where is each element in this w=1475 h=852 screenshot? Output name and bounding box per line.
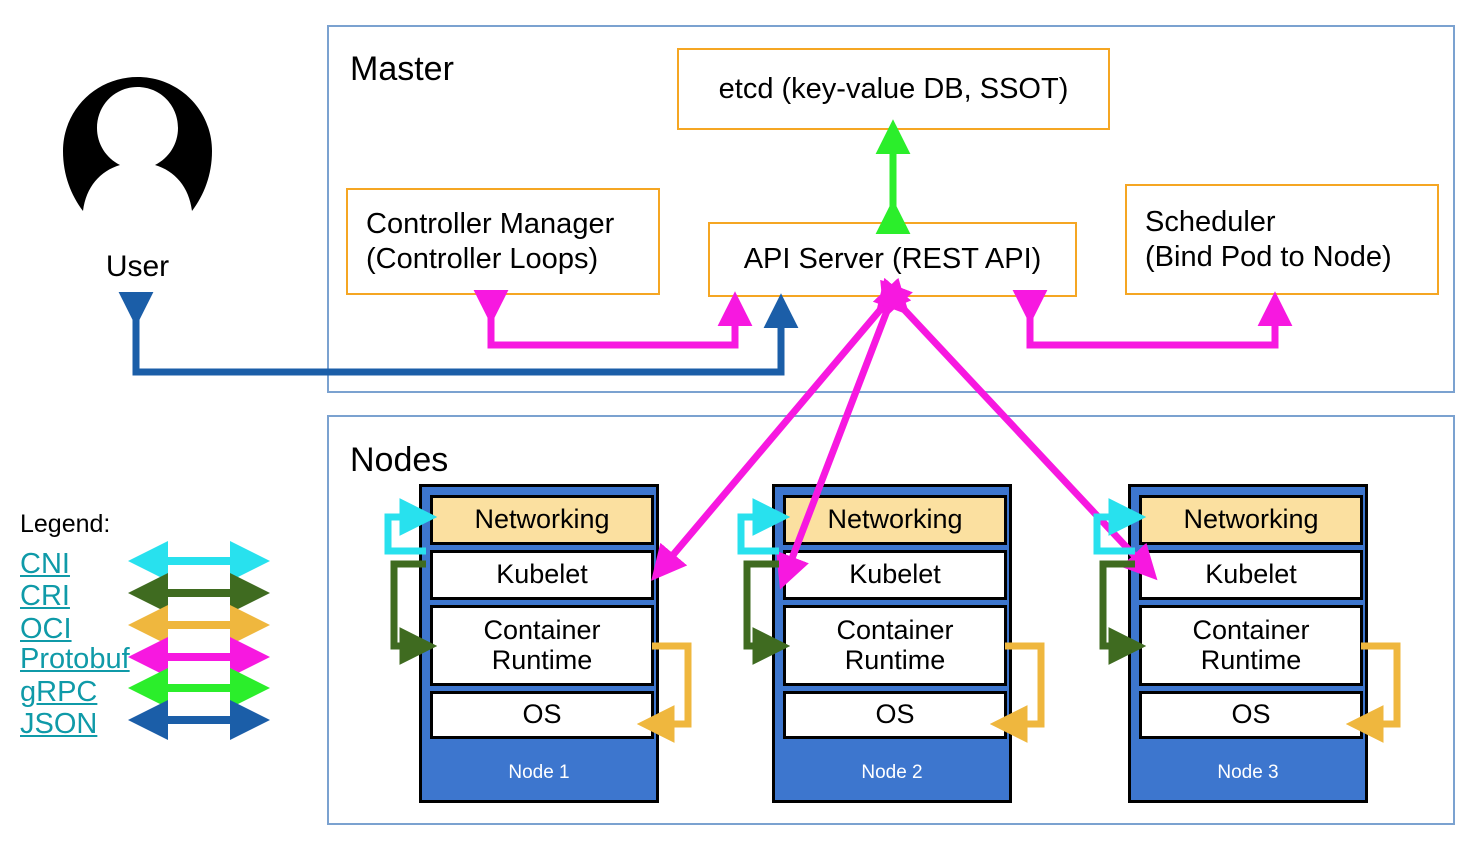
node-2-kubelet-layer[interactable]: Kubelet bbox=[783, 550, 1007, 600]
legend-item-oci[interactable]: OCI bbox=[20, 613, 72, 645]
node-2-container-runtime-layer[interactable]: Container Runtime bbox=[783, 605, 1007, 686]
node-1-container-runtime-layer[interactable]: Container Runtime bbox=[430, 605, 654, 686]
legend-item-cni[interactable]: CNI bbox=[20, 548, 70, 580]
user-actor bbox=[60, 75, 215, 225]
node-3-networking-layer[interactable]: Networking bbox=[1139, 495, 1363, 545]
master-group-title: Master bbox=[350, 50, 454, 88]
node-2-os-layer[interactable]: OS bbox=[783, 691, 1007, 739]
node-3-label: Node 3 bbox=[1217, 762, 1279, 783]
node-1-os-layer[interactable]: OS bbox=[430, 691, 654, 739]
legend-item-cri[interactable]: CRI bbox=[20, 580, 70, 612]
user-label: User bbox=[105, 250, 170, 283]
node-1-frame[interactable]: Networking Kubelet Container Runtime OS … bbox=[419, 484, 659, 803]
etcd-box[interactable]: etcd (key-value DB, SSOT) bbox=[677, 48, 1110, 130]
node-3-os-layer[interactable]: OS bbox=[1139, 691, 1363, 739]
node-3-frame[interactable]: Networking Kubelet Container Runtime OS … bbox=[1128, 484, 1368, 803]
nodes-group-title: Nodes bbox=[350, 441, 449, 479]
legend-title: Legend: bbox=[20, 510, 111, 538]
legend-item-json[interactable]: JSON bbox=[20, 708, 98, 740]
node-1-networking-layer[interactable]: Networking bbox=[430, 495, 654, 545]
api-server-box[interactable]: API Server (REST API) bbox=[708, 222, 1077, 297]
legend-item-grpc[interactable]: gRPC bbox=[20, 676, 98, 708]
node-2-networking-layer[interactable]: Networking bbox=[783, 495, 1007, 545]
legend-item-protobuf[interactable]: Protobuf bbox=[20, 643, 130, 675]
user-avatar-icon bbox=[63, 77, 212, 211]
node-1-label: Node 1 bbox=[508, 762, 570, 783]
node-2-frame[interactable]: Networking Kubelet Container Runtime OS … bbox=[772, 484, 1012, 803]
controller-manager-box[interactable]: Controller Manager (Controller Loops) bbox=[346, 188, 660, 295]
scheduler-box[interactable]: Scheduler (Bind Pod to Node) bbox=[1125, 184, 1439, 295]
node-1-kubelet-layer[interactable]: Kubelet bbox=[430, 550, 654, 600]
node-3-kubelet-layer[interactable]: Kubelet bbox=[1139, 550, 1363, 600]
node-3-container-runtime-layer[interactable]: Container Runtime bbox=[1139, 605, 1363, 686]
node-2-label: Node 2 bbox=[861, 762, 923, 783]
